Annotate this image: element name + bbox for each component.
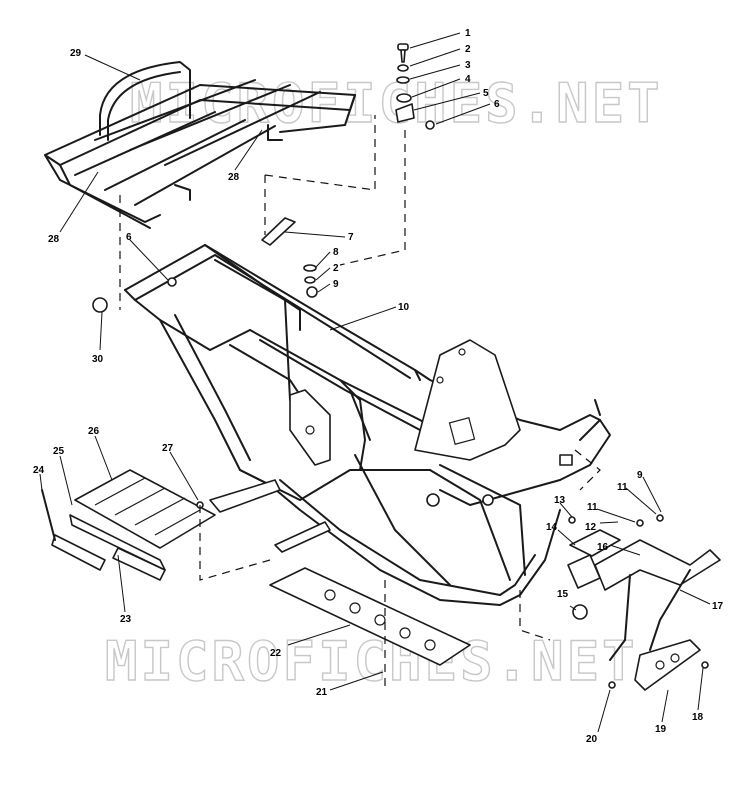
callout-10: 10 bbox=[398, 302, 410, 313]
leader-lines bbox=[39, 32, 711, 733]
main-frame bbox=[92, 244, 611, 606]
assembly-lines bbox=[119, 115, 601, 690]
callout-1: 1 bbox=[465, 28, 471, 39]
callout-20: 20 bbox=[586, 734, 598, 745]
callout-17: 17 bbox=[712, 601, 724, 612]
callout-8: 8 bbox=[333, 247, 339, 258]
callout-6b: 6 bbox=[126, 232, 132, 243]
callout-2b: 2 bbox=[333, 263, 339, 274]
hardware-stack bbox=[395, 43, 435, 130]
callout-28a: 28 bbox=[228, 172, 240, 183]
callout-11b: 11 bbox=[617, 482, 628, 493]
callout-24: 24 bbox=[33, 465, 45, 476]
callout-22: 22 bbox=[270, 648, 282, 659]
callout-2: 2 bbox=[465, 44, 471, 55]
foot-bracket bbox=[567, 514, 721, 691]
callout-14: 14 bbox=[546, 522, 558, 533]
mounting-bracket bbox=[167, 217, 318, 298]
callout-labels: 1 2 3 4 5 6 6 7 8 2 9 10 28 28 29 30 26 … bbox=[33, 28, 724, 745]
callout-29: 29 bbox=[70, 48, 82, 59]
callout-12: 12 bbox=[585, 522, 597, 533]
callout-11a: 11 bbox=[587, 502, 598, 513]
callout-9b: 9 bbox=[637, 470, 643, 481]
callout-3: 3 bbox=[465, 60, 471, 71]
callout-23: 23 bbox=[120, 614, 132, 625]
callout-18: 18 bbox=[692, 712, 704, 723]
callout-13: 13 bbox=[554, 495, 566, 506]
watermark-bottom: MICROFICHES.NET bbox=[105, 630, 638, 693]
callout-9: 9 bbox=[333, 279, 339, 290]
skid-plate bbox=[269, 567, 471, 666]
callout-15: 15 bbox=[557, 589, 569, 600]
callout-30: 30 bbox=[92, 354, 104, 365]
callout-4: 4 bbox=[465, 74, 471, 85]
callout-19: 19 bbox=[655, 724, 667, 735]
callout-25: 25 bbox=[53, 446, 65, 457]
callout-7: 7 bbox=[348, 232, 354, 243]
watermark-top: MICROFICHES.NET bbox=[130, 72, 663, 135]
callout-21: 21 bbox=[316, 687, 328, 698]
callout-28b: 28 bbox=[48, 234, 60, 245]
callout-16: 16 bbox=[597, 542, 609, 553]
callout-5: 5 bbox=[483, 88, 489, 99]
rear-rack bbox=[44, 61, 356, 229]
callout-6: 6 bbox=[494, 99, 500, 110]
callout-27: 27 bbox=[162, 443, 174, 454]
callout-26: 26 bbox=[88, 426, 100, 437]
